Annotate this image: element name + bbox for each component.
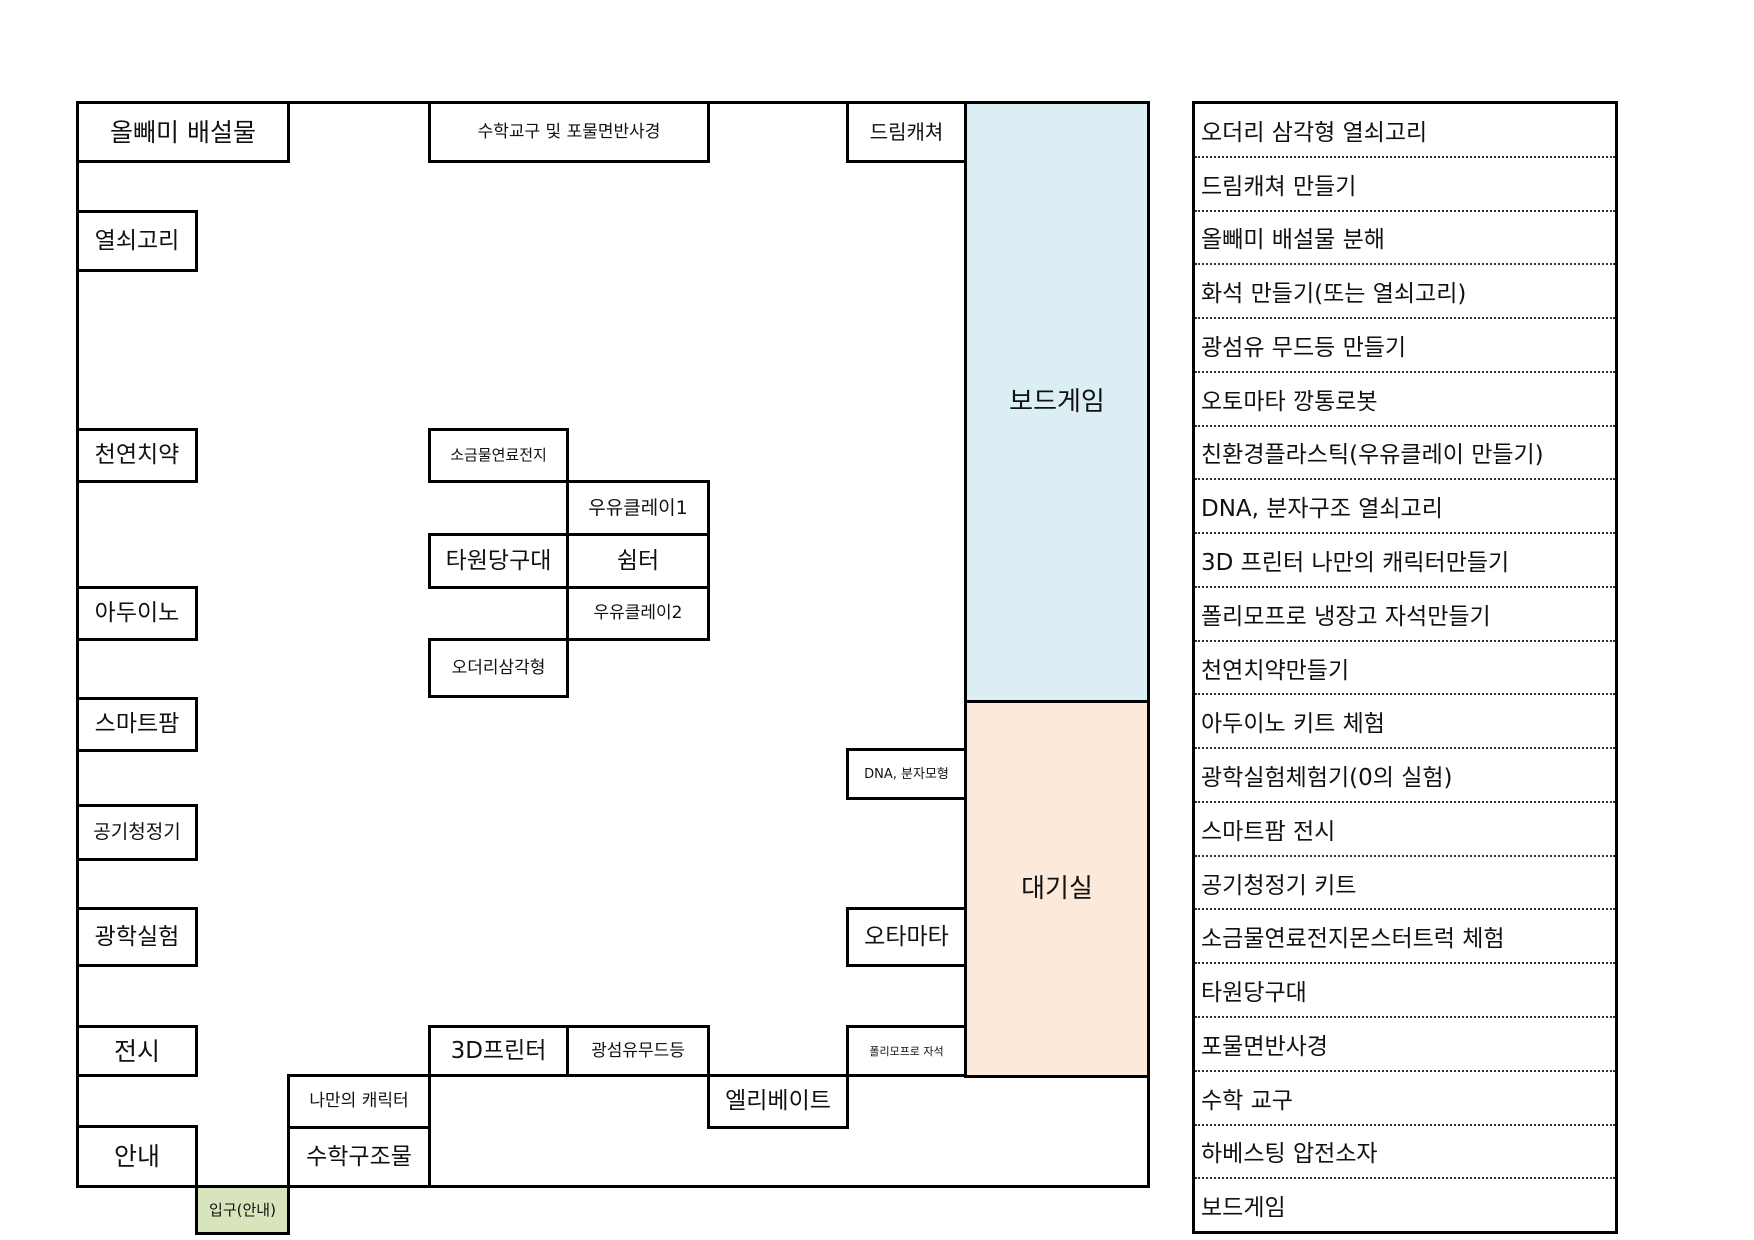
booth-waiting-room: 대기실: [964, 700, 1150, 1078]
list-item: 스마트팜 전시: [1195, 803, 1615, 857]
booth-my-character: 나만의 캐릭터: [287, 1074, 431, 1129]
booth-salt-fuel: 소금물연료전지: [428, 428, 569, 483]
booth-guide: 안내: [76, 1125, 198, 1188]
booth-keyring: 열쇠고리: [76, 210, 198, 272]
list-item: 드림캐쳐 만들기: [1195, 158, 1615, 212]
list-item: 아두이노 키트 체험: [1195, 695, 1615, 750]
list-item: 보드게임: [1201, 1195, 1286, 1222]
booth-smartfarm: 스마트팜: [76, 697, 198, 752]
booth-math-tools: 수학교구 및 포물면반사경: [428, 101, 710, 163]
list-item: 포물면반사경: [1195, 1018, 1615, 1072]
booth-triangle: 오더리삼각형: [428, 638, 569, 698]
list-item: DNA, 분자구조 열쇠고리: [1195, 480, 1615, 535]
list-item: 공기청정기 키트: [1195, 857, 1615, 911]
booth-dreamcatcher: 드림캐쳐: [846, 101, 967, 163]
booth-arduino: 아두이노: [76, 586, 198, 641]
list-item: 타원당구대: [1195, 964, 1615, 1019]
program-list: 오더리 삼각형 열쇠고리 드림캐쳐 만들기 올빼미 배설물 분해 화석 만들기(…: [1192, 101, 1618, 1234]
list-item: 하베스팅 압전소자: [1195, 1126, 1615, 1180]
booth-milk-clay2: 우유클레이2: [566, 586, 710, 641]
list-item: 소금물연료전지몬스터트럭 체험: [1195, 910, 1615, 965]
booth-natural-medicine: 천연치약: [76, 428, 198, 483]
booth-ellipse: 타원당구대: [428, 533, 569, 589]
list-item: 화석 만들기(또는 열쇠고리): [1195, 265, 1615, 320]
booth-entrance: 입구(안내): [195, 1185, 290, 1235]
booth-fiber-lamp: 광섬유무드등: [566, 1025, 710, 1077]
list-item: 광학실험체험기(0의 실험): [1195, 749, 1615, 803]
booth-air-purifier: 공기청정기: [76, 804, 198, 861]
list-item: 올빼미 배설물 분해: [1195, 212, 1615, 266]
list-item: 천연치약만들기: [1195, 642, 1615, 696]
booth-automata: 오타마타: [846, 907, 967, 967]
list-item: 수학 교구: [1195, 1072, 1615, 1126]
list-item: 친환경플라스틱(우유클레이 만들기): [1195, 427, 1615, 481]
booth-milk-clay1: 우유클레이1: [566, 480, 710, 536]
booth-shelter: 쉼터: [566, 533, 710, 589]
booth-exhibit: 전시: [76, 1025, 198, 1077]
list-item: 3D 프린터 나만의 캐릭터만들기: [1195, 534, 1615, 588]
booth-dna: DNA, 분자모형: [846, 748, 967, 800]
list-item: 폴리모프로 냉장고 자석만들기: [1195, 588, 1615, 642]
booth-boardgame: 보드게임: [964, 101, 1150, 703]
list-item: 오더리 삼각형 열쇠고리: [1195, 104, 1615, 158]
booth-polymorph: 폴리모프로 자석: [846, 1025, 967, 1077]
booth-olppaemi: 올빼미 배설물: [76, 101, 290, 163]
booth-3d-printer: 3D프린터: [428, 1025, 569, 1077]
list-item: 광섬유 무드등 만들기: [1195, 319, 1615, 373]
booth-math-structure: 수학구조물: [287, 1126, 431, 1188]
booth-elevator: 엘리베이트: [707, 1074, 849, 1129]
booth-optics: 광학실험: [76, 907, 198, 967]
list-item: 오토마타 깡통로봇: [1195, 373, 1615, 427]
